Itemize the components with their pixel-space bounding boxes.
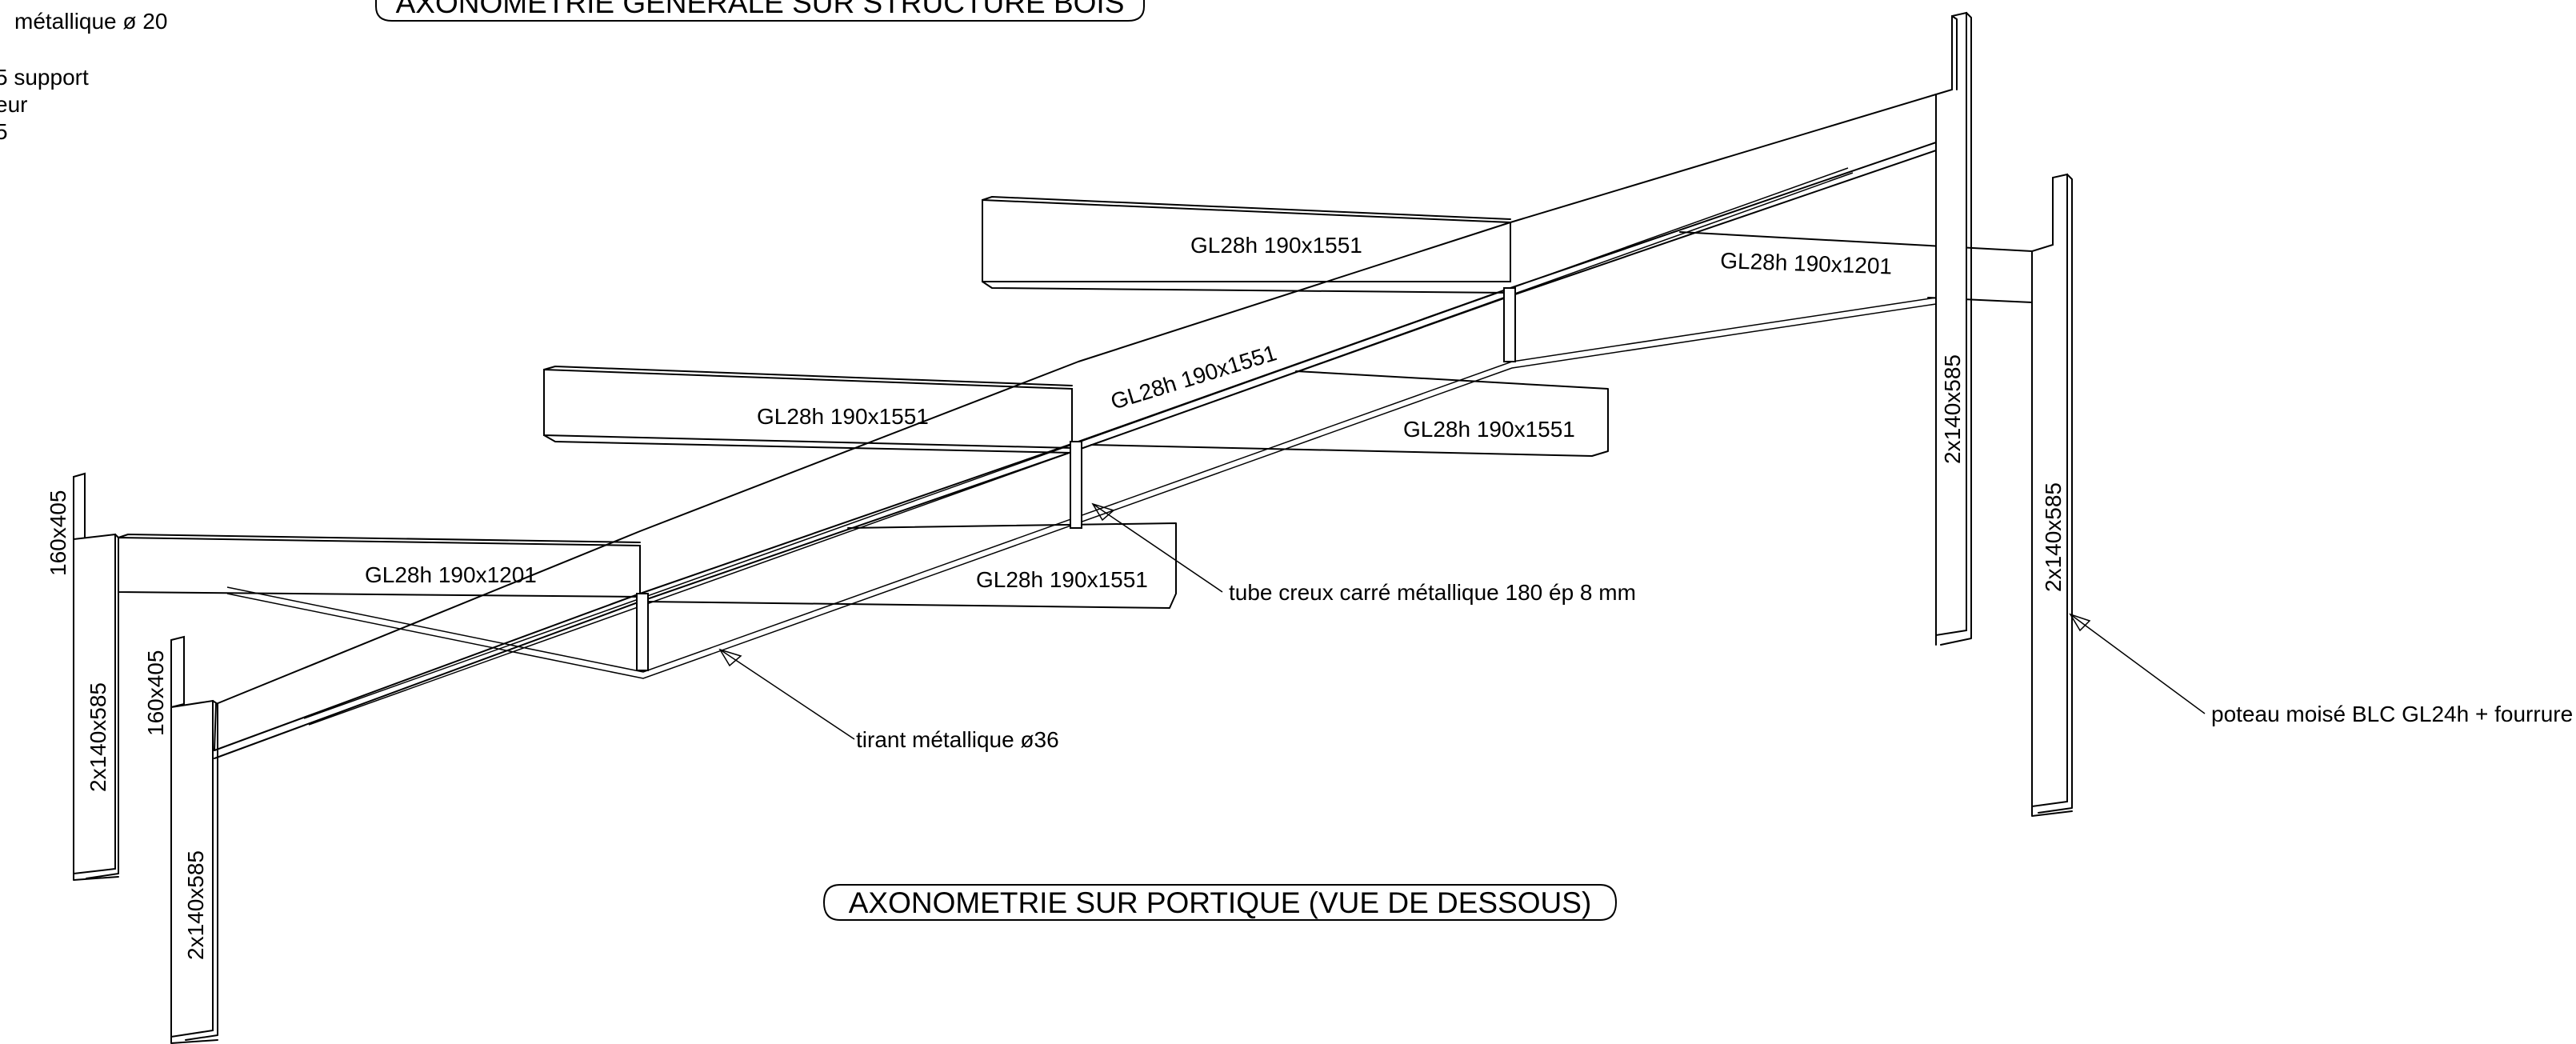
column-left-b: 160x405 2x140x585 <box>143 635 218 1044</box>
note-line-1: métallique ø 20 <box>14 9 167 34</box>
beam-label-mid-left: GL28h 190x1551 <box>757 404 929 429</box>
beam-label-top: GL28h 190x1551 <box>1190 233 1362 258</box>
steel-struts <box>636 287 1516 671</box>
note-line-3: eur <box>0 92 27 117</box>
purlin-low-right: GL28h 190x1551 <box>644 522 1177 609</box>
beam-label-mid-right: GL28h 190x1551 <box>1403 417 1575 442</box>
callout-tube-text: tube creux carré métallique 180 ép 8 mm <box>1229 580 1636 605</box>
bottom-title: AXONOMETRIE SUR PORTIQUE (VUE DE DESSOUS… <box>823 884 1617 921</box>
note-line-2: 5 support <box>0 65 89 90</box>
column-label-c4: 2x140x585 <box>183 850 208 960</box>
callout-tube: tube creux carré métallique 180 ép 8 mm <box>1091 502 1636 605</box>
callout-poteau: poteau moisé BLC GL24h + fourrure <box>2069 613 2573 726</box>
column-label-c1: 160x405 <box>46 490 70 576</box>
beam-label-top-right: GL28h 190x1201 <box>1720 248 1893 278</box>
column-label-c6: 2x140x585 <box>2041 482 2066 592</box>
callout-poteau-text: poteau moisé BLC GL24h + fourrure <box>2211 702 2573 726</box>
column-left-a: 160x405 2x140x585 <box>46 472 119 881</box>
beam-label-low-left: GL28h 190x1201 <box>365 562 537 587</box>
purlin-low-left: GL28h 190x1201 <box>118 534 641 598</box>
bottom-title-text: AXONOMETRIE SUR PORTIQUE (VUE DE DESSOUS… <box>849 886 1592 919</box>
column-label-c2: 2x140x585 <box>86 682 110 792</box>
beam-label-rafter: GL28h 190x1551 <box>1108 340 1280 414</box>
column-label-c5: 2x140x585 <box>1940 354 1965 464</box>
top-left-note: métallique ø 20 5 support eur 5 <box>0 9 167 144</box>
purlin-mid-left: GL28h 190x1551 <box>543 366 1073 454</box>
beam-label-low-right: GL28h 190x1551 <box>976 567 1148 592</box>
purlin-top-right: GL28h 190x1201 <box>1679 231 2033 303</box>
top-title-text: AXONOMETRIE GENERALE SUR STRUCTURE BOIS <box>396 0 1125 19</box>
column-right-a: 2x140x585 <box>1935 11 1972 646</box>
purlin-mid-right: GL28h 190x1551 <box>1090 370 1609 457</box>
purlin-top: GL28h 190x1551 <box>982 196 1511 294</box>
callout-tirant: tirant métallique ø36 <box>718 648 1059 752</box>
callout-tirant-text: tirant métallique ø36 <box>856 727 1059 752</box>
note-line-4: 5 <box>0 119 8 144</box>
top-title: AXONOMETRIE GENERALE SUR STRUCTURE BOIS <box>375 0 1145 22</box>
column-label-c3: 160x405 <box>143 650 168 736</box>
column-right-b: 2x140x585 <box>2031 173 2073 817</box>
